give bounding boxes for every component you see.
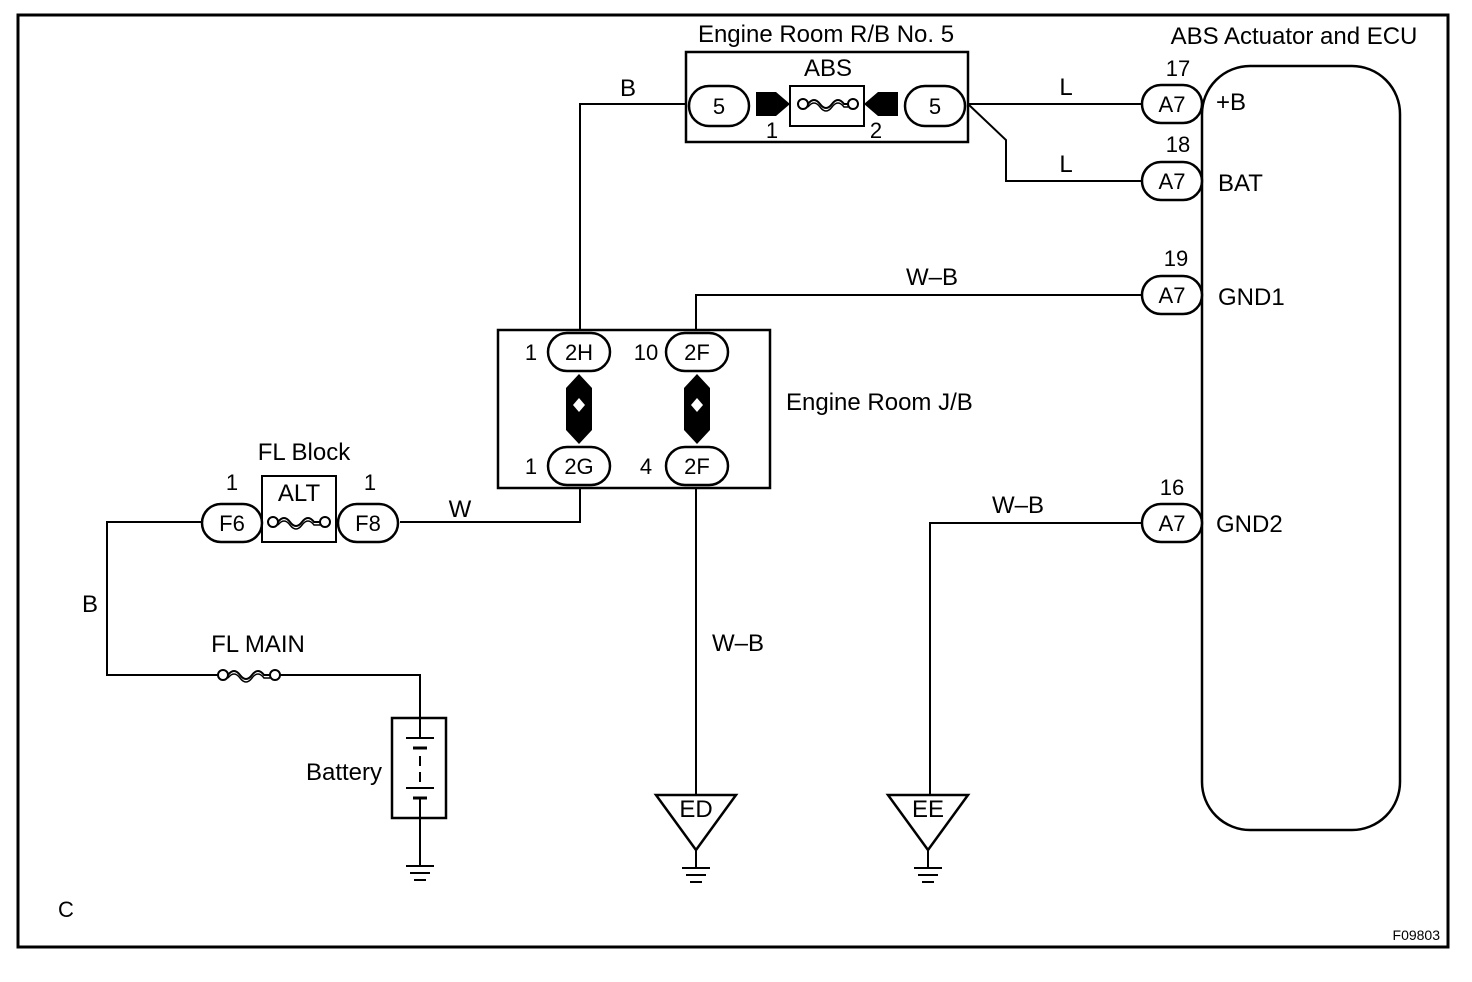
corner-letter: C — [58, 897, 74, 922]
jb-top-left-conn-label: 2H — [565, 340, 593, 365]
ecu-body — [1200, 64, 1402, 832]
wire-b-top — [579, 103, 686, 330]
ground-ee-label: EE — [912, 796, 944, 823]
ground-ed-label: ED — [679, 796, 712, 823]
ecu-term-19-conn — [1140, 274, 1204, 316]
rb5-terminal-right-label: 5 — [929, 94, 941, 119]
rb5-terminal-right — [903, 84, 967, 128]
ground-ed-icon — [682, 850, 710, 883]
wire-labels: B L L W–B W B W–B W–B — [82, 74, 1073, 657]
jb-bot-left-conn-label: 2G — [564, 454, 593, 479]
fl-block-left-conn — [200, 502, 264, 544]
jb-title: Engine Room J/B — [786, 389, 973, 416]
fl-block-right-conn-label: F8 — [355, 511, 381, 536]
relay-block-no5: Engine Room R/B No. 5 ABS 1 2 5 5 — [684, 21, 970, 144]
ecu-term-18-num: 18 — [1166, 132, 1190, 157]
wire-l-bat — [967, 103, 1142, 182]
wire-label-b-left: B — [82, 591, 98, 618]
ecu-term-16-num: 16 — [1160, 475, 1184, 500]
fl-block: FL Block 1 1 ALT F6 F8 — [200, 439, 400, 544]
ecu-title: ABS Actuator and ECU — [1171, 23, 1418, 50]
rb5-fuse-label: ABS — [804, 55, 852, 82]
jb-bot-right-conn-label: 2F — [684, 454, 710, 479]
ground-ed: ED — [653, 793, 739, 883]
abs-fuse-icon — [797, 98, 859, 112]
battery-ground-icon — [406, 865, 434, 881]
fl-block-left-conn-label: F6 — [219, 511, 245, 536]
ecu-term-18-conn — [1140, 160, 1204, 202]
ecu-term-19-name: GND1 — [1218, 284, 1285, 311]
fl-main: FL MAIN — [211, 631, 305, 683]
ground-ee-icon — [914, 850, 942, 883]
jb-link-left-icon — [566, 374, 592, 444]
wire-label-l2: L — [1059, 151, 1072, 178]
jb-bot-left-conn — [546, 445, 612, 487]
alt-fuse-box — [261, 475, 337, 543]
ecu-term-16-name: GND2 — [1216, 511, 1283, 538]
wire-label-w: W — [449, 496, 472, 523]
wire-label-wb-ee: W–B — [992, 492, 1044, 519]
fl-block-left-num: 1 — [226, 470, 238, 495]
jb-bot-right-num: 4 — [640, 454, 652, 479]
jb-top-right-conn — [664, 331, 730, 373]
figure-code: F09803 — [1393, 927, 1441, 943]
jb-link-right-icon — [684, 374, 710, 444]
ecu-term-19-num: 19 — [1164, 246, 1188, 271]
battery-icon — [406, 718, 434, 818]
ecu-term-18-conn-label: A7 — [1159, 169, 1186, 194]
wire-wb-gnd1 — [695, 294, 1142, 330]
alt-fuse-icon — [267, 516, 331, 530]
ecu-term-17-name: +B — [1216, 89, 1246, 116]
ecu-term-17-conn-label: A7 — [1159, 92, 1186, 117]
wire-label-b-top: B — [620, 75, 636, 102]
jb-bot-right-conn — [664, 445, 730, 487]
rb5-terminal-left-label: 5 — [713, 94, 725, 119]
fl-main-fuse-icon — [217, 669, 281, 683]
ecu-term-19-conn-label: A7 — [1159, 283, 1186, 308]
fl-block-title: FL Block — [258, 439, 351, 466]
ecu-term-16-conn-label: A7 — [1159, 511, 1186, 536]
rb5-title: Engine Room R/B No. 5 — [698, 21, 954, 48]
wire-label-wb-ed: W–B — [712, 630, 764, 657]
battery-label: Battery — [306, 759, 382, 786]
wire-b-left — [106, 521, 218, 676]
fl-main-label: FL MAIN — [211, 631, 305, 658]
diagram-frame — [16, 13, 1450, 949]
junction-block: Engine Room J/B 1 2H 10 2F 1 2G 4 2F — [496, 328, 973, 490]
wires — [106, 103, 1142, 866]
rb5-pin2-icon — [864, 92, 898, 116]
jb-bot-left-num: 1 — [525, 454, 537, 479]
ecu-term-17-conn — [1140, 83, 1204, 125]
ecu-term-18-name: BAT — [1218, 170, 1263, 197]
wire-label-wb-gnd1: W–B — [906, 264, 958, 291]
abs-ecu: ABS Actuator and ECU 17 A7 +B 18 A7 BAT … — [1140, 23, 1418, 832]
battery: Battery — [306, 716, 448, 881]
rb5-pin-left: 1 — [766, 118, 778, 143]
wire-wb-ee — [929, 522, 1142, 795]
ground-ee-triangle — [885, 793, 971, 853]
jb-top-left-num: 1 — [525, 340, 537, 365]
wire-w — [400, 488, 581, 523]
ecu-term-16-conn — [1140, 502, 1204, 544]
rb5-pin-right: 2 — [870, 118, 882, 143]
jb-top-right-num: 10 — [634, 340, 658, 365]
rb5-terminal-left — [687, 84, 751, 128]
jb-top-left-conn — [546, 331, 612, 373]
fl-block-right-num: 1 — [364, 470, 376, 495]
alt-fuse-label: ALT — [278, 480, 321, 507]
jb-top-right-conn-label: 2F — [684, 340, 710, 365]
fl-block-right-conn — [336, 502, 400, 544]
wire-flmain-battery — [278, 674, 421, 718]
wire-label-l1: L — [1059, 74, 1072, 101]
ground-ee: EE — [885, 793, 971, 883]
ground-ed-triangle — [653, 793, 739, 853]
ecu-term-17-num: 17 — [1166, 56, 1190, 81]
